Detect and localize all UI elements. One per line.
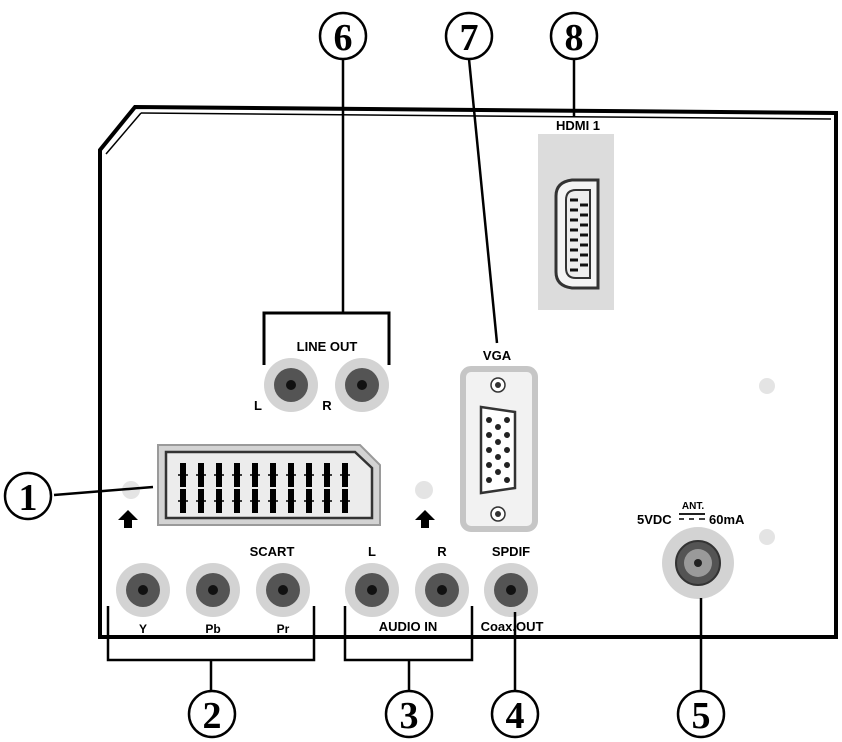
hdmi-label: HDMI 1 (556, 118, 600, 133)
y-label: Y (139, 622, 147, 636)
scart-label: SCART (250, 544, 295, 559)
vga-port (460, 366, 538, 532)
pb-label: Pb (205, 622, 220, 636)
hdmi-port-area (538, 134, 614, 310)
audio-in-l-jack (345, 563, 399, 617)
callout-line-7 (467, 58, 499, 344)
antenna-jack (662, 527, 734, 599)
coax-out-label: Coax.OUT (481, 619, 544, 634)
ant-label: ANT. (682, 501, 704, 512)
scart-pin-ticks (178, 474, 350, 502)
callout-3: 3 (384, 689, 434, 739)
svg-text:5: 5 (692, 695, 711, 737)
indicator-dot (415, 481, 433, 499)
callout-7: 7 (444, 11, 494, 61)
line-out-bracket (262, 311, 391, 365)
hdmi-pins (570, 198, 588, 272)
svg-text:4: 4 (506, 695, 525, 737)
callout-line-3 (343, 606, 474, 691)
svg-text:2: 2 (203, 695, 222, 737)
indicator-dot (759, 529, 775, 545)
vga-label: VGA (483, 348, 512, 363)
svg-text:7: 7 (460, 17, 479, 59)
y-jack (116, 563, 170, 617)
power-right-label: 60mA (709, 512, 745, 527)
callout-line-2 (106, 606, 316, 691)
callout-8: 8 (549, 11, 599, 61)
line-out-l-jack (264, 358, 318, 412)
line-out-label: LINE OUT (297, 339, 358, 354)
callout-line-1 (53, 485, 154, 497)
scart-port (157, 444, 381, 526)
dc-symbol-icon (679, 513, 705, 520)
panel-outline (98, 104, 838, 639)
svg-text:8: 8 (565, 17, 584, 59)
callout-1: 1 (3, 471, 53, 521)
svg-text:3: 3 (400, 695, 419, 737)
up-arrow-icon (415, 510, 435, 528)
callout-4: 4 (490, 689, 540, 739)
svg-text:1: 1 (19, 477, 38, 519)
audio-r-label: R (437, 544, 447, 559)
coax-out-jack (484, 563, 538, 617)
pr-jack (256, 563, 310, 617)
vga-pins (486, 417, 510, 483)
power-left-label: 5VDC (637, 512, 672, 527)
pb-jack (186, 563, 240, 617)
callout-5: 5 (676, 689, 726, 739)
audio-l-label: L (368, 544, 376, 559)
callout-6: 6 (318, 11, 368, 61)
line-out-r-label: R (322, 398, 332, 413)
spdif-label: SPDIF (492, 544, 530, 559)
up-arrow-icon (118, 510, 138, 528)
indicator-dot (759, 378, 775, 394)
callout-2: 2 (187, 689, 237, 739)
pr-label: Pr (277, 622, 290, 636)
line-out-l-label: L (254, 398, 262, 413)
audio-in-r-jack (415, 563, 469, 617)
audio-in-label: AUDIO IN (379, 619, 438, 634)
svg-text:6: 6 (334, 17, 353, 59)
line-out-r-jack (335, 358, 389, 412)
